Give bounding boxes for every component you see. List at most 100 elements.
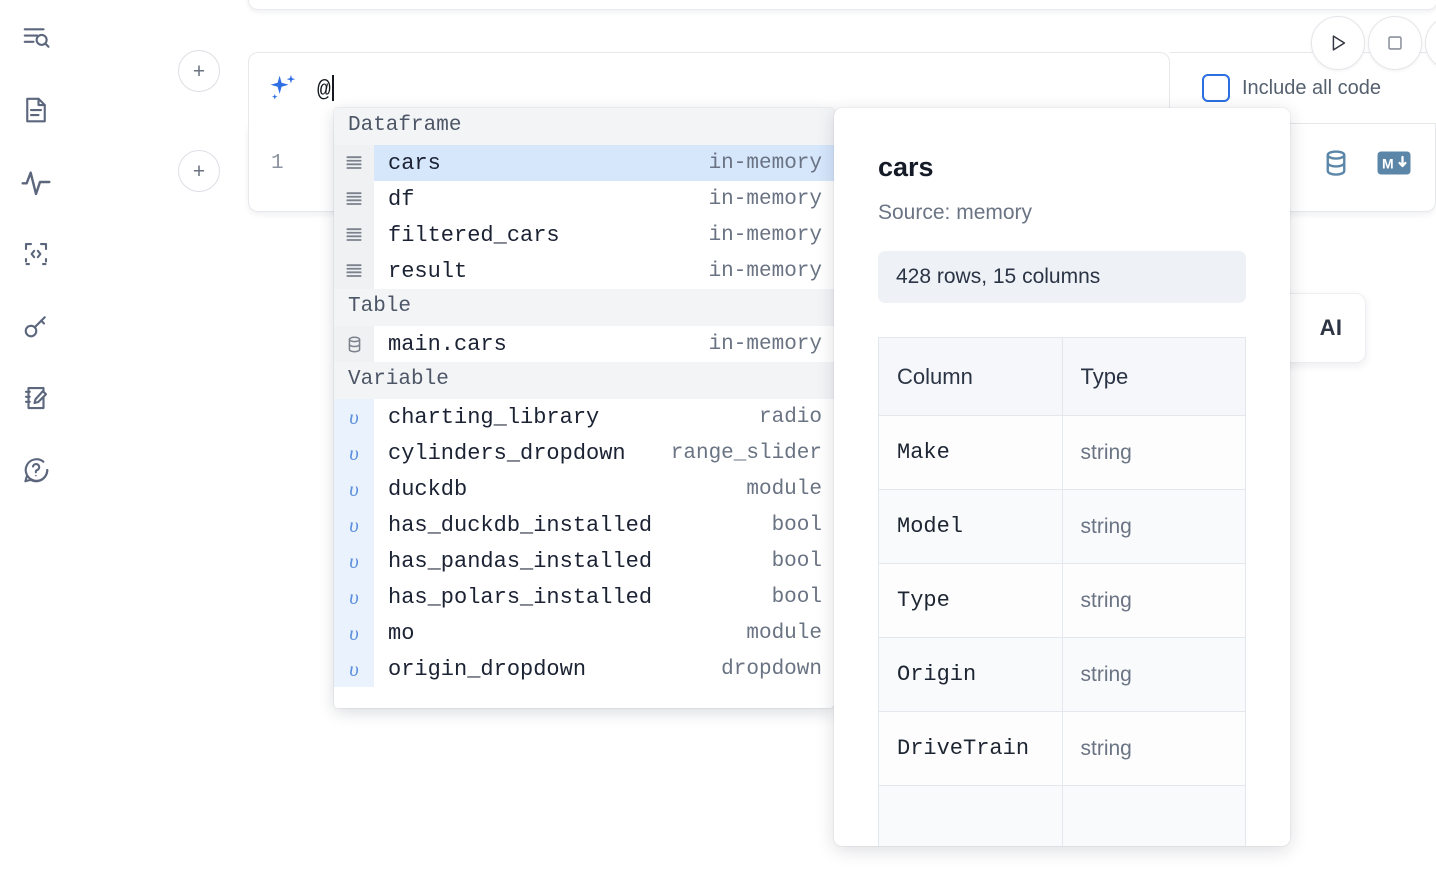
search-in-document-icon[interactable] xyxy=(14,16,58,60)
variable-upsilon-icon: υ xyxy=(334,471,374,507)
autocomplete-item-name: result xyxy=(388,258,468,284)
activity-pulse-icon[interactable] xyxy=(14,160,58,204)
autocomplete-item-content: duckdb module xyxy=(374,471,834,507)
code-brackets-icon[interactable] xyxy=(14,232,58,276)
autocomplete-item-kind: radio xyxy=(758,405,822,429)
key-icon[interactable] xyxy=(14,304,58,348)
run-button[interactable] xyxy=(1311,16,1365,70)
column-type-cell: string xyxy=(1061,415,1246,490)
autocomplete-item-name: mo xyxy=(388,620,415,646)
autocomplete-item-name: charting_library xyxy=(388,404,600,430)
dataframe-rows-icon xyxy=(334,145,374,181)
add-cell-above-button[interactable]: + xyxy=(178,50,220,92)
autocomplete-item[interactable]: filtered_cars in-memory xyxy=(334,217,834,253)
ai-hint-chip-label: AI xyxy=(1319,315,1343,340)
autocomplete-item-content: result in-memory xyxy=(374,253,834,289)
include-all-code-option[interactable]: Include all code xyxy=(1202,74,1381,102)
autocomplete-item-kind: range_slider xyxy=(670,441,822,465)
autocomplete-item-name: cars xyxy=(388,150,441,176)
help-chat-icon[interactable] xyxy=(14,448,58,492)
autocomplete-item-name: has_duckdb_installed xyxy=(388,512,653,538)
column-type-cell: string xyxy=(1061,563,1246,638)
dataframe-rows-icon xyxy=(334,253,374,289)
autocomplete-item-name: main.cars xyxy=(388,331,507,357)
autocomplete-item-kind: bool xyxy=(771,585,822,609)
autocomplete-item[interactable]: υ origin_dropdown dropdown xyxy=(334,651,834,687)
autocomplete-item-name: origin_dropdown xyxy=(388,656,587,682)
autocomplete-item-kind: in-memory xyxy=(708,332,822,356)
autocomplete-item-kind: dropdown xyxy=(721,657,822,681)
autocomplete-item[interactable]: cars in-memory xyxy=(334,145,834,181)
column-name-cell: Model xyxy=(878,489,1063,564)
autocomplete-item[interactable]: υ has_pandas_installed bool xyxy=(334,543,834,579)
database-cylinder-icon[interactable] xyxy=(1321,148,1351,178)
variable-upsilon-icon: υ xyxy=(334,651,374,687)
line-number: 1 xyxy=(271,152,284,175)
autocomplete-item[interactable]: υ charting_library radio xyxy=(334,399,834,435)
column-type-cell: string xyxy=(1061,637,1246,712)
autocomplete-group-label: Table xyxy=(334,289,834,326)
autocomplete-item-content: cars in-memory xyxy=(374,145,834,181)
preview-title: cars xyxy=(878,152,934,182)
autocomplete-item-content: main.cars in-memory xyxy=(374,326,834,362)
dataframe-rows-icon xyxy=(334,181,374,217)
autocomplete-item[interactable]: result in-memory xyxy=(334,253,834,289)
markdown-icon[interactable]: M xyxy=(1377,150,1411,176)
left-sidebar-rail xyxy=(0,0,72,874)
autocomplete-item-name: df xyxy=(388,186,415,212)
autocomplete-item-name: filtered_cars xyxy=(388,222,560,248)
stop-button[interactable] xyxy=(1368,16,1422,70)
autocomplete-item-content: has_polars_installed bool xyxy=(374,579,834,615)
column-name-cell: Make xyxy=(878,415,1063,490)
file-text-icon[interactable] xyxy=(14,88,58,132)
autocomplete-item-name: cylinders_dropdown xyxy=(388,440,626,466)
include-all-code-label: Include all code xyxy=(1242,76,1381,99)
variable-upsilon-icon: υ xyxy=(334,543,374,579)
column-type-cell xyxy=(1061,785,1246,846)
variable-upsilon-icon: υ xyxy=(334,579,374,615)
variable-upsilon-icon: υ xyxy=(334,615,374,651)
autocomplete-item-name: has_pandas_installed xyxy=(388,548,653,574)
ai-prompt-value: @ xyxy=(317,76,331,103)
preview-source: Source: memory xyxy=(878,201,1033,224)
scratchpad-edit-icon[interactable] xyxy=(14,376,58,420)
variable-upsilon-icon: υ xyxy=(334,399,374,435)
autocomplete-item-kind: in-memory xyxy=(708,223,822,247)
autocomplete-item[interactable]: υ has_polars_installed bool xyxy=(334,579,834,615)
cell-language-icons: M xyxy=(1321,148,1411,178)
ai-prompt-input[interactable]: @ xyxy=(317,74,334,103)
autocomplete-item-kind: module xyxy=(746,477,822,501)
autocomplete-item-content: filtered_cars in-memory xyxy=(374,217,834,253)
column-name-cell: Type xyxy=(878,563,1063,638)
variable-upsilon-icon: υ xyxy=(334,507,374,543)
autocomplete-item-name: duckdb xyxy=(388,476,468,502)
column-type-cell: string xyxy=(1061,489,1246,564)
autocomplete-item[interactable]: main.cars in-memory xyxy=(334,326,834,362)
autocomplete-item-kind: in-memory xyxy=(708,151,822,175)
autocomplete-item-kind: bool xyxy=(771,549,822,573)
column-name-cell: Origin xyxy=(878,637,1063,712)
prompt-options-area: Include all code xyxy=(1170,52,1436,124)
dataframe-preview-panel: cars Source: memory 428 rows, 15 columns… xyxy=(834,108,1290,846)
add-cell-below-button[interactable]: + xyxy=(178,150,220,192)
autocomplete-item-name: has_polars_installed xyxy=(388,584,653,610)
autocomplete-item-kind: in-memory xyxy=(708,259,822,283)
include-all-code-checkbox[interactable] xyxy=(1202,74,1230,102)
